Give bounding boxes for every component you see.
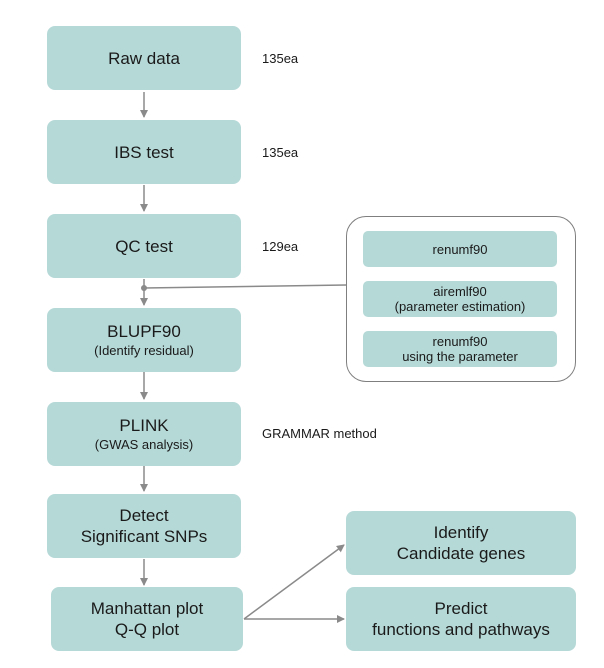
output-line1: Predict xyxy=(434,599,488,618)
panel-item-renumf90-param: renumf90 using the parameter xyxy=(363,331,557,367)
step-title: Detect xyxy=(119,506,169,525)
step-manhattan-qq: Manhattan plot Q-Q plot xyxy=(51,587,243,651)
output-line1: Identify xyxy=(433,523,489,542)
output-line2: Candidate genes xyxy=(396,544,526,563)
panel-item-label: airemlf90 xyxy=(433,284,487,299)
step-title: Manhattan plot xyxy=(90,599,204,618)
panel-item-airemlf90: airemlf90 (parameter estimation) xyxy=(363,281,557,317)
step-subtitle: (Identify residual) xyxy=(94,343,194,358)
step-title: Raw data xyxy=(108,48,180,68)
line-junction-to-panel xyxy=(143,284,347,289)
step-plink: PLINK (GWAS analysis) xyxy=(47,402,241,466)
panel-item-sublabel: (parameter estimation) xyxy=(394,299,526,314)
step-detect-snps: Detect Significant SNPs xyxy=(47,494,241,558)
step-title: BLUPF90 xyxy=(107,322,181,341)
step-title: IBS test xyxy=(114,142,174,162)
step-subtitle: Significant SNPs xyxy=(80,527,208,546)
panel-item-sublabel: using the parameter xyxy=(402,349,518,364)
step-title: PLINK xyxy=(119,416,169,435)
step-note: GRAMMAR method xyxy=(262,426,377,441)
output-predict-functions: Predict functions and pathways xyxy=(346,587,576,651)
step-note: 135ea xyxy=(262,145,299,160)
arrow-manhattan-to-identify xyxy=(243,544,345,620)
step-note: 135ea xyxy=(262,51,299,66)
step-blupf90: BLUPF90 (Identify residual) xyxy=(47,308,241,372)
step-subtitle: Q-Q plot xyxy=(114,620,180,639)
step-qc-test: QC test xyxy=(47,214,241,278)
step-subtitle: (GWAS analysis) xyxy=(94,437,194,452)
step-raw-data: Raw data xyxy=(47,26,241,90)
step-ibs-test: IBS test xyxy=(47,120,241,184)
step-note: 129ea xyxy=(262,239,299,254)
step-title: QC test xyxy=(115,236,173,256)
output-line2: functions and pathways xyxy=(372,620,550,639)
panel-item-renumf90: renumf90 xyxy=(363,231,557,267)
panel-item-label: renumf90 xyxy=(432,334,488,349)
output-identify-genes: Identify Candidate genes xyxy=(346,511,576,575)
panel-item-label: renumf90 xyxy=(432,241,488,257)
